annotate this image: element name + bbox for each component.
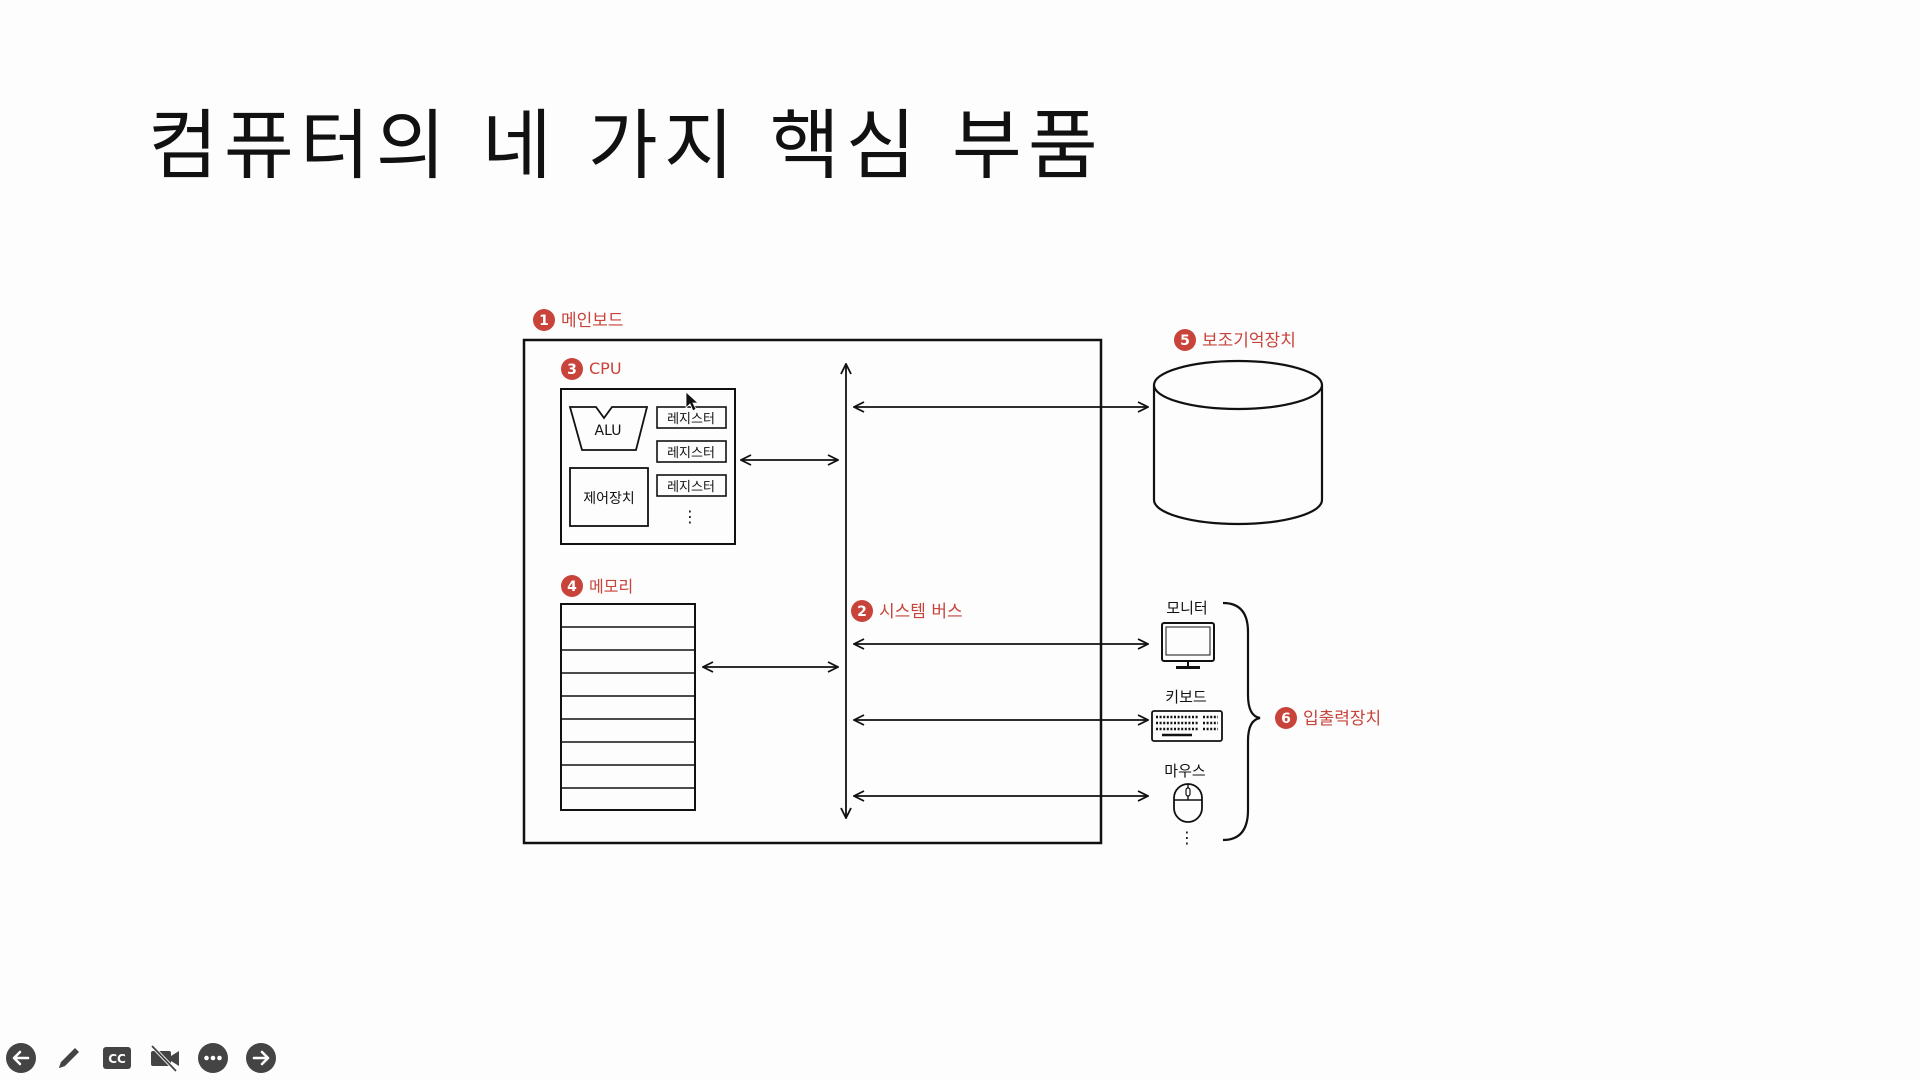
arrow-right-icon — [246, 1043, 276, 1073]
camera-off-icon — [150, 1044, 179, 1073]
register-2: 레지스터 — [656, 440, 727, 463]
svg-text:레지스터: 레지스터 — [667, 412, 715, 427]
cpu-box — [560, 388, 736, 545]
svg-text:메인보드: 메인보드 — [561, 311, 624, 331]
pen-icon — [59, 1048, 79, 1068]
svg-text:5: 5 — [1180, 333, 1190, 349]
keyboard-label: 키보드 — [1165, 688, 1207, 706]
svg-text:4: 4 — [567, 579, 577, 595]
io-label: 6 입출력장치 — [1275, 707, 1381, 729]
storage-cylinder-icon — [1152, 359, 1324, 526]
memory-label: 4 메모리 — [561, 575, 633, 597]
io-ellipsis: ⋮ — [1179, 828, 1195, 847]
svg-text:3: 3 — [567, 362, 577, 378]
io-brace — [1222, 601, 1261, 842]
control-unit-block: 제어장치 — [569, 467, 649, 527]
previous-slide-button[interactable] — [4, 1041, 38, 1075]
svg-text:6: 6 — [1281, 711, 1291, 727]
slide-title: 컴퓨터의 네 가지 핵심 부품 — [148, 101, 1104, 190]
register-3: 레지스터 — [656, 474, 727, 497]
captions-button[interactable]: CC — [100, 1041, 134, 1075]
svg-text:레지스터: 레지스터 — [667, 446, 715, 461]
alu-block: ALU — [568, 406, 649, 451]
svg-text:CC: CC — [108, 1052, 126, 1066]
system-bus-label: 2 시스템 버스 — [851, 600, 963, 622]
register-1: 레지스터 — [656, 406, 727, 429]
slideshow-toolbar: CC — [4, 1038, 278, 1078]
mouse-label: 마우스 — [1164, 762, 1206, 780]
svg-text:제어장치: 제어장치 — [583, 491, 635, 507]
pen-tool-button[interactable] — [52, 1041, 86, 1075]
svg-text:레지스터: 레지스터 — [667, 480, 715, 495]
cc-icon: CC — [103, 1047, 131, 1069]
svg-text:보조기억장치: 보조기억장치 — [1202, 331, 1296, 351]
svg-text:입출력장치: 입출력장치 — [1303, 709, 1381, 729]
camera-toggle-button[interactable] — [148, 1041, 182, 1075]
mainboard-box — [522, 338, 1103, 845]
next-slide-button[interactable] — [244, 1041, 278, 1075]
svg-text:CPU: CPU — [589, 359, 622, 378]
arrow-left-icon — [6, 1043, 36, 1073]
svg-text:시스템 버스: 시스템 버스 — [879, 602, 963, 622]
keyboard-icon — [1151, 710, 1223, 742]
more-options-button[interactable] — [196, 1041, 230, 1075]
memory-block — [560, 603, 696, 811]
svg-text:메모리: 메모리 — [589, 577, 633, 596]
mouse-cursor-icon — [685, 391, 700, 412]
mainboard-label: 1 메인보드 — [533, 309, 624, 331]
svg-text:1: 1 — [539, 313, 549, 329]
cpu-label: 3 CPU — [561, 358, 622, 380]
register-ellipsis: ⋮ — [682, 507, 698, 526]
svg-text:2: 2 — [857, 604, 867, 620]
monitor-icon — [1161, 622, 1215, 669]
svg-text:ALU: ALU — [595, 423, 622, 439]
more-icon — [198, 1043, 228, 1073]
monitor-label: 모니터 — [1166, 599, 1207, 617]
storage-label: 5 보조기억장치 — [1174, 329, 1296, 351]
mouse-icon — [1173, 783, 1203, 823]
